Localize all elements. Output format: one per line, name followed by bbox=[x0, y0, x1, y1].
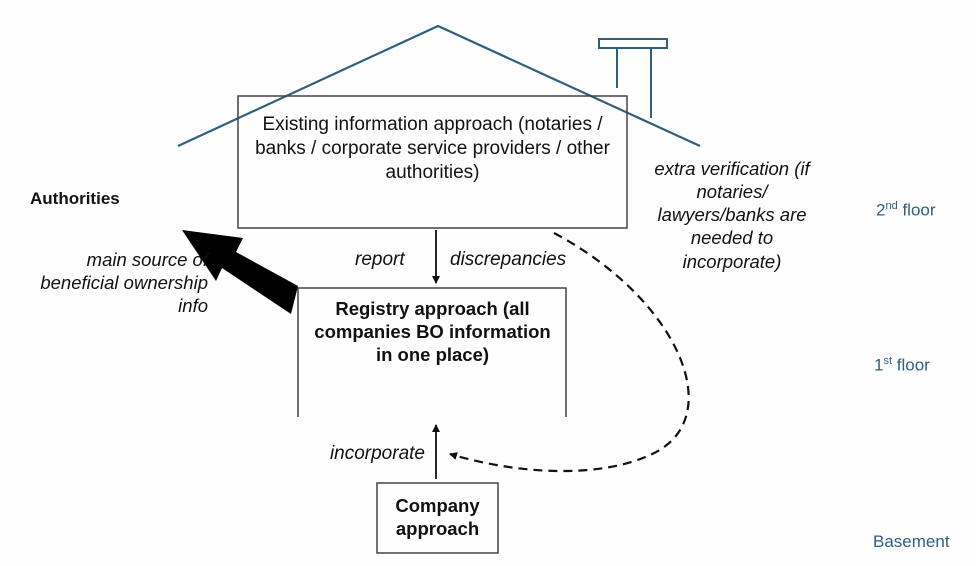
floor-word: floor bbox=[896, 355, 930, 375]
incorporate-label: incorporate bbox=[329, 443, 425, 464]
company-approach-box bbox=[376, 482, 499, 554]
floor-label-basement: Basement bbox=[873, 532, 950, 551]
existing-approach-text: Existing information approach (notaries … bbox=[255, 114, 610, 183]
report-label: report bbox=[355, 249, 405, 270]
registry-approach-text: Registry approach (all companies BO info… bbox=[314, 298, 551, 366]
floor-ordinal: nd bbox=[885, 200, 898, 212]
floor-number: 2 bbox=[876, 200, 886, 220]
extra-verification-label: extra verification (if notaries/ lawyers… bbox=[654, 158, 810, 272]
discrepancies-label: discrepancies bbox=[450, 249, 567, 270]
main-source-arrow bbox=[182, 230, 298, 314]
existing-approach-box bbox=[237, 95, 628, 229]
main-source-label: main source of beneficial ownership info bbox=[40, 249, 208, 317]
company-approach-text: Company approach bbox=[395, 495, 480, 540]
chimney-icon bbox=[598, 38, 668, 118]
extra-verification-dashed-arrow bbox=[449, 232, 690, 473]
floor-ordinal: st bbox=[883, 355, 893, 367]
registry-approach-box bbox=[297, 287, 567, 417]
floor-label-second: 2nd floor bbox=[876, 200, 936, 221]
authorities-label: Authorities bbox=[30, 189, 120, 208]
floor-number: 1 bbox=[874, 355, 884, 375]
roof-line bbox=[177, 24, 701, 148]
floor-word: floor bbox=[902, 200, 936, 220]
floor-label-first: 1st floor bbox=[874, 355, 930, 376]
